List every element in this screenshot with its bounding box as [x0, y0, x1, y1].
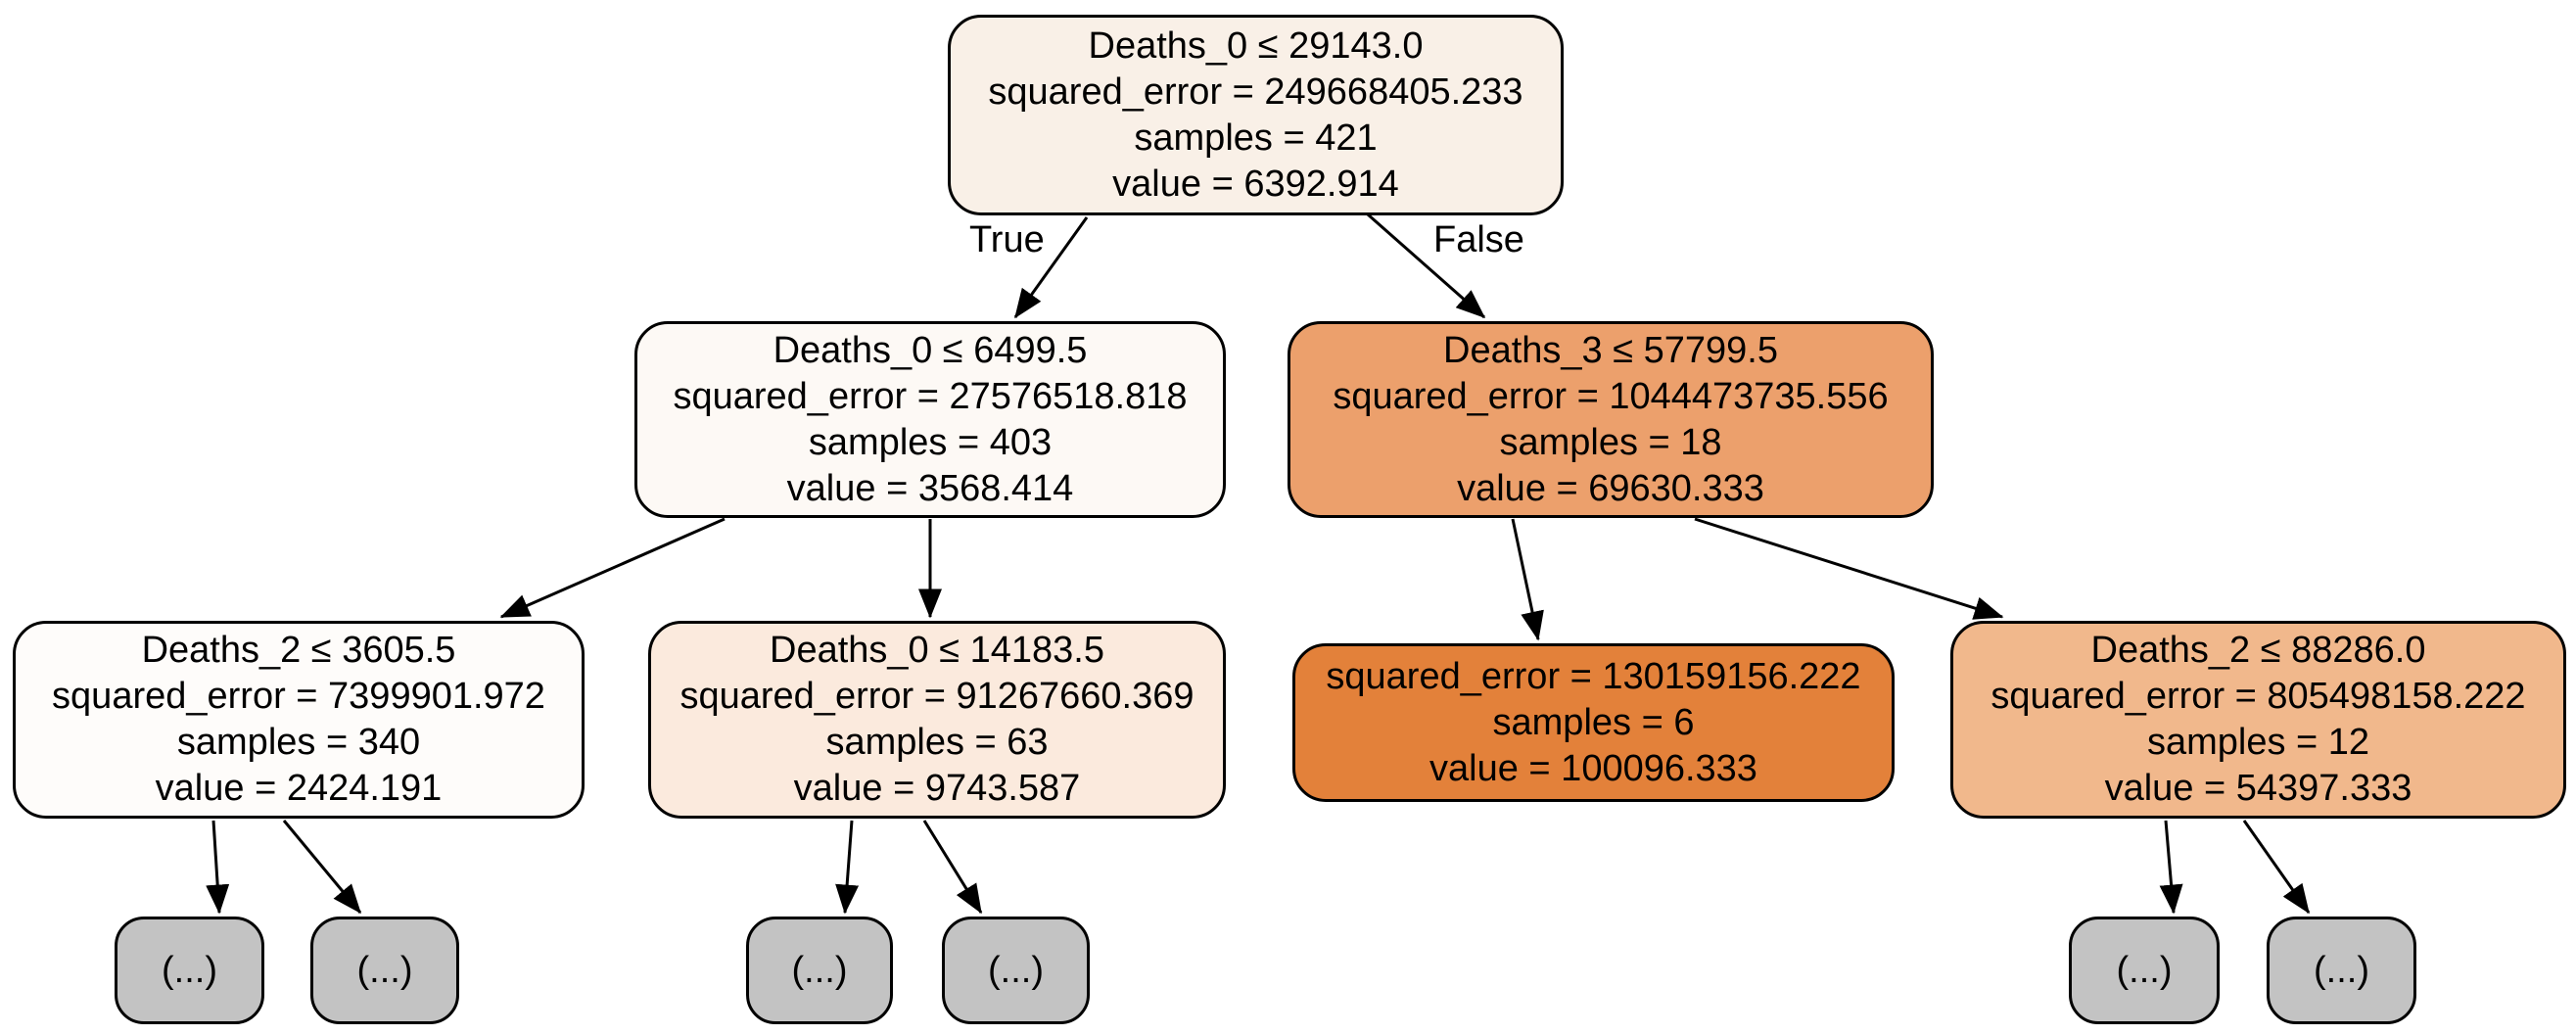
pruned-ellipsis: (...) [791, 949, 848, 991]
node-squared-error: squared_error = 805498158.222 [1991, 676, 2526, 717]
node-value: value = 2424.191 [155, 768, 443, 809]
node-samples: samples = 63 [825, 722, 1049, 763]
node-split-condition: Deaths_2 ≤ 3605.5 [141, 630, 456, 671]
edge-lr-to-pruned3 [835, 820, 860, 915]
pruned-node: (...) [942, 917, 1090, 1024]
edge-lr-to-pruned4 [922, 820, 983, 915]
pruned-node: (...) [115, 917, 264, 1024]
node-value: value = 6392.914 [1112, 163, 1399, 205]
edge-r-to-rr [1694, 517, 2004, 620]
pruned-ellipsis: (...) [162, 949, 217, 991]
tree-node-depth2-left-right: Deaths_0 ≤ 14183.5 squared_error = 91267… [648, 621, 1226, 819]
node-value: value = 54397.333 [2104, 768, 2412, 809]
node-samples: samples = 18 [1499, 421, 1722, 463]
node-samples: samples = 403 [808, 421, 1053, 463]
node-value: value = 69630.333 [1457, 467, 1764, 509]
pruned-ellipsis: (...) [2116, 949, 2173, 991]
tree-node-depth2-right-right: Deaths_2 ≤ 88286.0 squared_error = 80549… [1950, 621, 2566, 819]
node-split-condition: Deaths_3 ≤ 57799.5 [1443, 329, 1778, 371]
node-value: value = 100096.333 [1429, 747, 1757, 789]
node-split-condition: Deaths_0 ≤ 6499.5 [773, 329, 1088, 371]
node-squared-error: squared_error = 91267660.369 [679, 676, 1194, 717]
edge-ll-to-pruned1 [206, 820, 230, 915]
edge-label-false: False [1433, 219, 1524, 260]
edge-label-true: True [969, 219, 1045, 260]
node-value: value = 3568.414 [786, 467, 1074, 509]
edge-l-to-ll [499, 517, 726, 619]
node-split-condition: Deaths_0 ≤ 29143.0 [1088, 24, 1424, 67]
edge-ll-to-pruned2 [282, 820, 362, 915]
pruned-ellipsis: (...) [356, 949, 413, 991]
edge-rr-to-pruned6 [2242, 820, 2311, 915]
node-squared-error: squared_error = 1044473735.556 [1333, 375, 1889, 417]
edge-root-true [1013, 216, 1089, 319]
node-squared-error: squared_error = 27576518.818 [673, 375, 1188, 417]
node-samples: samples = 421 [1134, 117, 1378, 159]
pruned-node: (...) [746, 917, 893, 1024]
tree-node-leaf-depth2-right-left: squared_error = 130159156.222 samples = … [1292, 643, 1895, 802]
node-samples: samples = 6 [1492, 701, 1695, 743]
node-squared-error: squared_error = 130159156.222 [1326, 655, 1861, 697]
tree-node-root: Deaths_0 ≤ 29143.0 squared_error = 24966… [948, 15, 1564, 215]
node-value: value = 9743.587 [793, 768, 1081, 809]
node-samples: samples = 12 [2146, 722, 2370, 763]
edge-r-to-rl [1511, 518, 1544, 641]
tree-node-depth2-left-left: Deaths_2 ≤ 3605.5 squared_error = 739990… [13, 621, 585, 819]
pruned-node: (...) [2267, 917, 2416, 1024]
edge-root-false [1367, 212, 1486, 319]
node-samples: samples = 340 [176, 722, 421, 763]
pruned-node: (...) [2069, 917, 2220, 1024]
pruned-ellipsis: (...) [2314, 949, 2369, 991]
node-split-condition: Deaths_0 ≤ 14183.5 [770, 630, 1104, 671]
node-squared-error: squared_error = 7399901.972 [52, 676, 545, 717]
tree-node-depth1-left: Deaths_0 ≤ 6499.5 squared_error = 275765… [634, 321, 1226, 518]
node-squared-error: squared_error = 249668405.233 [988, 71, 1523, 113]
node-split-condition: Deaths_2 ≤ 88286.0 [2090, 630, 2426, 671]
tree-node-depth1-right: Deaths_3 ≤ 57799.5 squared_error = 10444… [1288, 321, 1934, 518]
pruned-ellipsis: (...) [988, 949, 1044, 991]
edge-rr-to-pruned5 [2159, 820, 2183, 915]
pruned-node: (...) [310, 917, 459, 1024]
